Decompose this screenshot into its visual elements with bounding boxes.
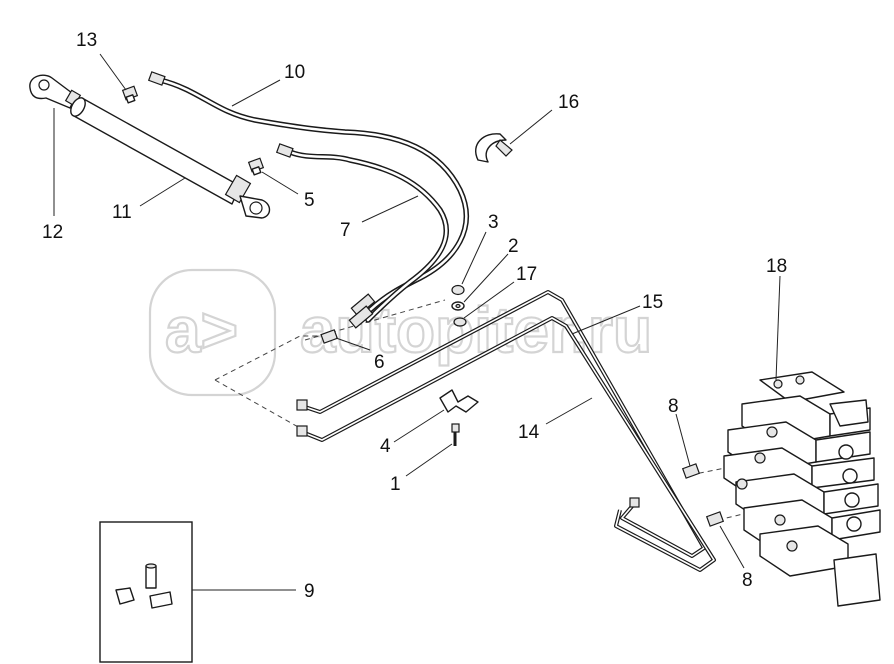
- tube-14: [301, 316, 716, 572]
- callout-labels: 13 10 16 12 11 5 7 3 2 17 18 15 6 8 14 4…: [42, 30, 787, 602]
- reference-lines: [214, 299, 761, 521]
- callout-16: 16: [558, 92, 579, 113]
- bolt-1: [451, 423, 460, 446]
- washer-2: [451, 301, 465, 311]
- washer-17: [453, 317, 467, 327]
- nut-3: [451, 284, 465, 296]
- hydraulic-cylinder: [29, 74, 271, 219]
- tube-15: [301, 290, 706, 558]
- callout-4: 4: [380, 436, 391, 457]
- hose-7: [275, 143, 449, 329]
- callout-15: 15: [642, 292, 663, 313]
- callout-11: 11: [112, 202, 132, 223]
- callout-2: 2: [508, 236, 519, 257]
- adapter-8-upper: [681, 463, 701, 479]
- adapter-8-lower: [705, 511, 725, 527]
- callout-6: 6: [374, 352, 385, 373]
- callout-12: 12: [42, 222, 63, 243]
- tube-fittings: [296, 399, 640, 508]
- callout-17: 17: [516, 264, 537, 285]
- leader-lines: [53, 53, 781, 591]
- callout-5: 5: [304, 190, 315, 211]
- callout-9: 9: [304, 581, 315, 602]
- callout-7: 7: [340, 220, 351, 241]
- callout-18: 18: [766, 256, 787, 277]
- callout-14: 14: [518, 422, 540, 443]
- callout-8-lower: 8: [742, 570, 753, 591]
- callout-3: 3: [488, 212, 499, 233]
- callout-8-upper: 8: [668, 396, 679, 417]
- adapter-5: [247, 157, 265, 176]
- cylinder-barrel: [73, 97, 241, 205]
- clamp-16: [475, 133, 513, 163]
- callout-13: 13: [76, 30, 97, 51]
- callout-10: 10: [284, 62, 305, 83]
- repair-kit-9: [99, 521, 193, 663]
- clamp-4: [439, 389, 479, 413]
- adapter-13: [121, 85, 139, 104]
- callout-1: 1: [390, 474, 401, 495]
- control-valve-18: [723, 371, 881, 607]
- adapter-6: [320, 329, 339, 344]
- watermark-logo: a>: [165, 294, 238, 366]
